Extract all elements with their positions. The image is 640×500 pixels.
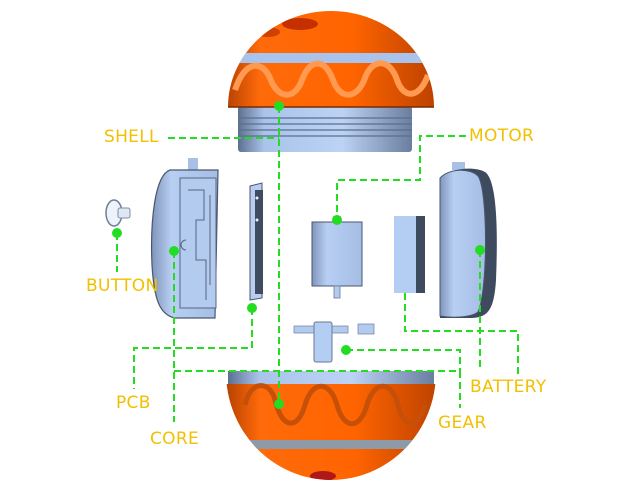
dot-pcb [247, 303, 257, 313]
label-pcb: PCB [116, 393, 151, 413]
button-part [105, 199, 131, 227]
label-battery: BATTERY [470, 377, 547, 397]
top-shell [228, 11, 434, 152]
label-shell: SHELL [104, 127, 159, 147]
top-shell-thread [238, 106, 412, 152]
dot-motor [332, 215, 342, 225]
top-shell-wave [232, 60, 431, 98]
dot-shell-top [274, 101, 284, 111]
label-motor: MOTOR [469, 126, 535, 146]
dot-core [169, 246, 179, 256]
dot-gear [341, 345, 351, 355]
leader-pcb [133, 308, 253, 389]
bottom-shell-band [226, 440, 436, 449]
motor-part [311, 216, 363, 299]
label-button: BUTTON [86, 276, 159, 296]
top-shell-hole [282, 18, 318, 30]
right-housing [439, 162, 497, 318]
leader-battery [404, 293, 519, 374]
core-housing [151, 158, 219, 319]
label-gear: GEAR [438, 413, 487, 433]
bottom-shell-wave [242, 383, 428, 427]
leader-dots [112, 101, 485, 409]
leader-lines [116, 106, 519, 422]
pcb-board [249, 182, 263, 301]
leader-gear [346, 349, 461, 371]
bottom-shell-hole [310, 471, 336, 480]
dot-shell-bottom [274, 399, 284, 409]
dot-button [112, 228, 122, 238]
bottom-shell [226, 371, 436, 480]
gear-part [293, 321, 375, 363]
top-shell-band [228, 53, 434, 63]
bottom-shell-rim [228, 371, 434, 385]
battery-part [394, 216, 425, 293]
top-shell-thread-ridges [238, 117, 412, 137]
leader-motor [336, 135, 466, 218]
label-core: CORE [150, 429, 200, 449]
dot-right-housing [475, 245, 485, 255]
